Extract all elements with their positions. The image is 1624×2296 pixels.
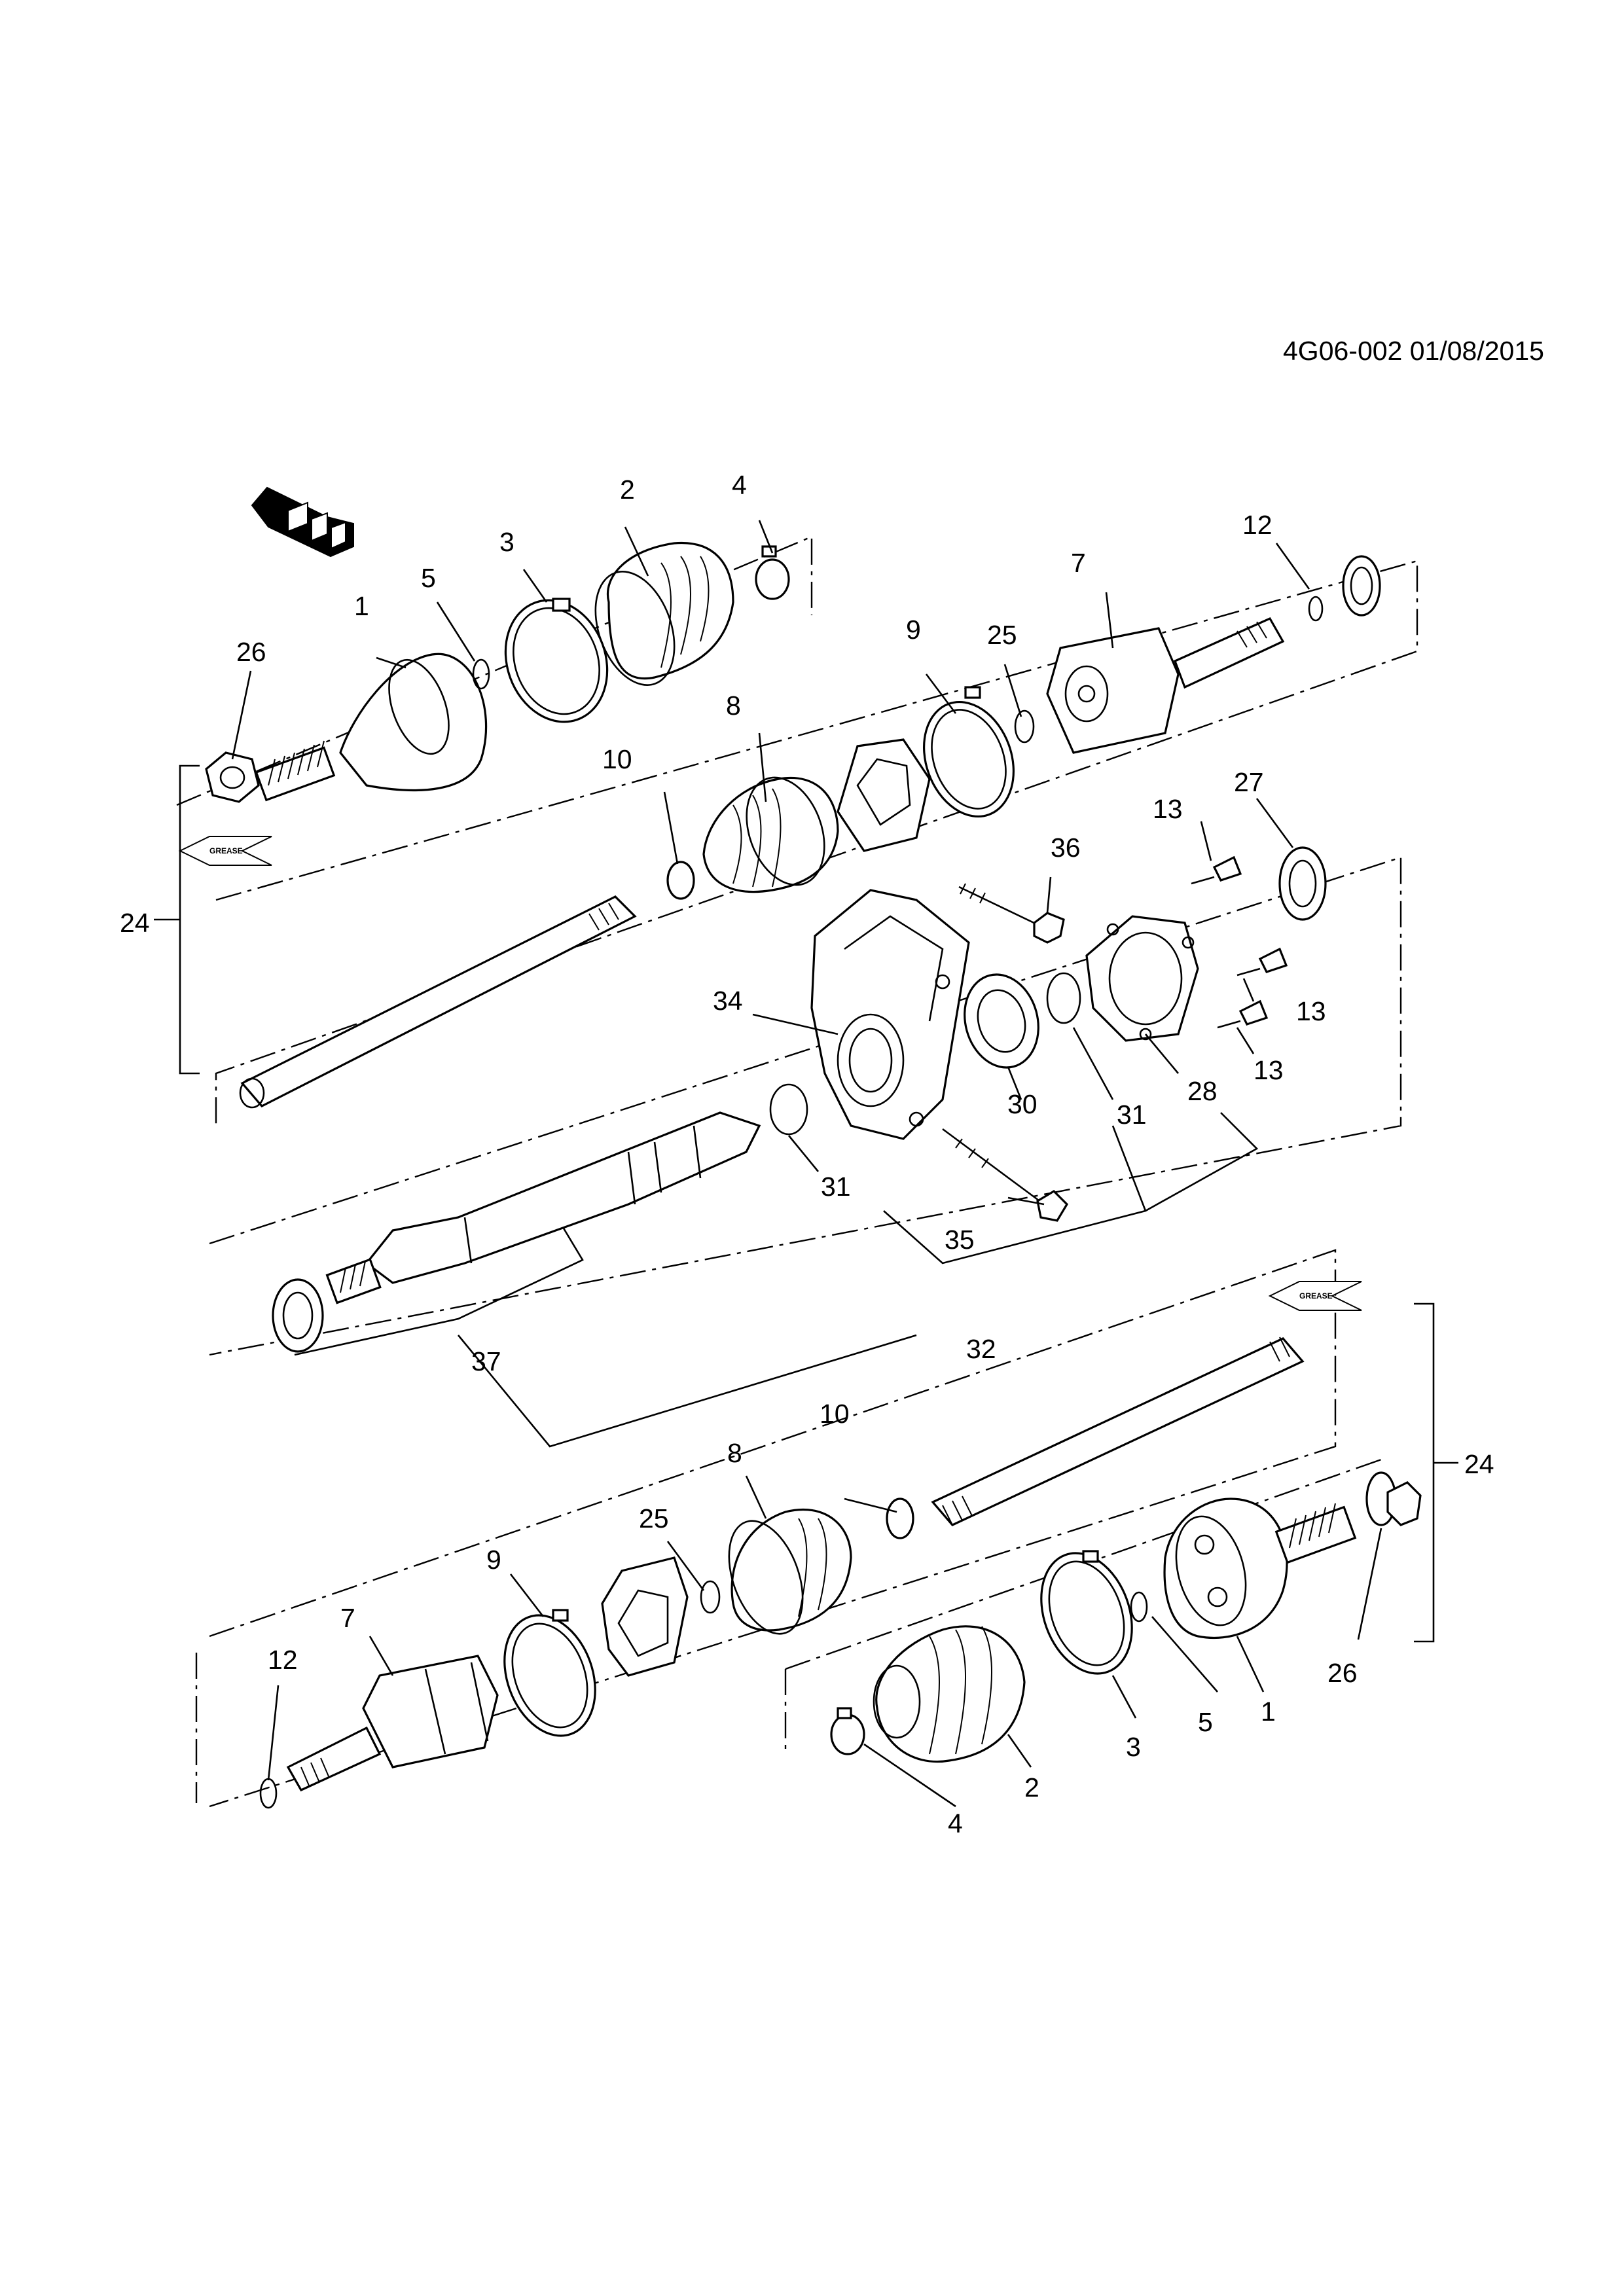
lower-callout-24: 24 — [1464, 1449, 1494, 1479]
bracket-upper-assembly — [154, 764, 200, 1075]
bearing-callout-36: 36 — [1051, 833, 1081, 863]
lower-callout-2: 2 — [1024, 1772, 1039, 1803]
bracket-lower-assembly — [1414, 1302, 1458, 1643]
bearing-callout-34: 34 — [713, 986, 743, 1016]
bearing-callout-13-top: 13 — [1153, 794, 1183, 824]
upper-callout-2: 2 — [620, 475, 635, 505]
upper-callout-1: 1 — [354, 591, 369, 621]
upper-callout-4: 4 — [732, 470, 747, 500]
lower-callout-25: 25 — [639, 1503, 669, 1534]
lower-callout-26: 26 — [1327, 1658, 1358, 1688]
bearing-callout-30: 30 — [1007, 1089, 1038, 1119]
lower-callout-10: 10 — [820, 1399, 850, 1429]
lower-callout-4: 4 — [948, 1808, 963, 1839]
lower-callout-9: 9 — [486, 1545, 501, 1575]
upper-callout-26: 26 — [236, 637, 266, 667]
leader-lines — [231, 520, 1382, 1808]
lower-callout-5: 5 — [1198, 1707, 1213, 1737]
lower-callout-1: 1 — [1261, 1696, 1276, 1727]
bearing-callout-28: 28 — [1187, 1076, 1218, 1106]
upper-inner-tripod-joint — [239, 555, 1381, 1109]
bearing-callout-13-low: 13 — [1254, 1055, 1284, 1085]
bearing-callout-35: 35 — [945, 1225, 975, 1255]
grease-marker-upper: GREASE — [178, 836, 272, 866]
lower-shaft-assembly — [259, 1336, 1422, 1809]
bearing-callout-32: 32 — [966, 1334, 996, 1364]
lower-callout-8: 8 — [727, 1438, 742, 1468]
front-arrow-icon — [251, 486, 354, 558]
upper-outer-cv-joint — [205, 541, 790, 803]
grease-marker-lower: GREASE — [1268, 1281, 1362, 1311]
bearing-callout-31-left: 31 — [821, 1172, 851, 1202]
upper-callout-8: 8 — [726, 691, 741, 721]
bearing-callout-31-right: 31 — [1117, 1100, 1147, 1130]
upper-callout-3: 3 — [499, 527, 514, 557]
lower-callout-12: 12 — [268, 1645, 298, 1675]
svg-text:GREASE: GREASE — [209, 846, 243, 855]
lower-callout-7: 7 — [340, 1603, 355, 1633]
upper-callout-7: 7 — [1071, 548, 1086, 578]
upper-callout-25: 25 — [987, 620, 1017, 650]
intermediate-shaft-bearing-assembly — [272, 846, 1327, 1353]
lower-callout-3: 3 — [1126, 1732, 1141, 1762]
svg-text:GREASE: GREASE — [1299, 1291, 1333, 1300]
upper-callout-24: 24 — [120, 908, 150, 938]
upper-callout-10: 10 — [602, 744, 632, 774]
upper-callout-12: 12 — [1242, 510, 1272, 540]
upper-callout-5: 5 — [421, 563, 436, 593]
drawing-reference: 4G06-002 01/08/2015 — [1283, 336, 1544, 366]
bearing-callout-27: 27 — [1234, 767, 1264, 797]
bearing-callout-13-mid: 13 — [1296, 996, 1326, 1026]
upper-callout-9: 9 — [906, 615, 921, 645]
bearing-callout-37: 37 — [471, 1346, 501, 1376]
